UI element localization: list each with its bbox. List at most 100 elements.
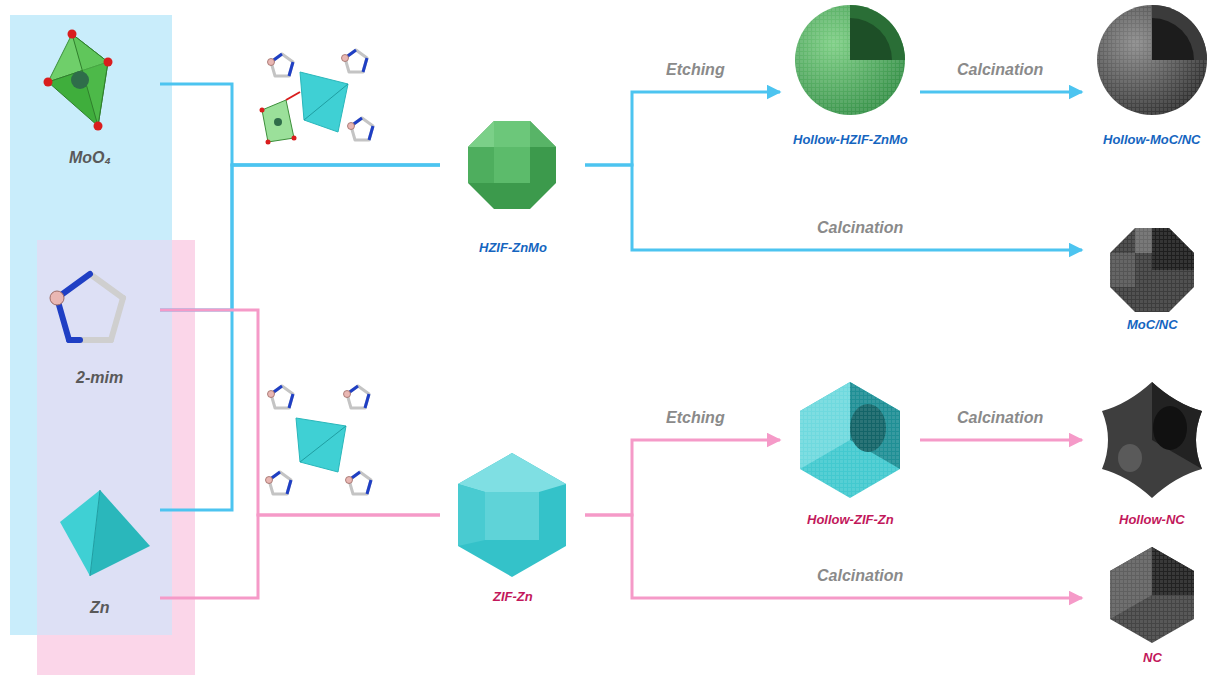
- o-atom: [104, 58, 113, 67]
- node-box: HZIF-ZnMo: [440, 110, 585, 262]
- node-box: Hollow-ZIF-Zn: [780, 380, 920, 535]
- node-box: NC: [1082, 545, 1222, 670]
- imidazole-ring: [266, 472, 292, 494]
- node-box: Hollow-NC: [1082, 380, 1222, 535]
- node-label: MoO₄: [69, 148, 111, 167]
- imidazole-ring: [346, 472, 372, 494]
- zn-tetrahedron: [296, 418, 346, 472]
- node-box: Hollow-HZIF-ZnMo: [780, 3, 920, 153]
- blue-panel: [10, 15, 172, 635]
- connector: [585, 515, 1082, 598]
- o-atom: [260, 108, 265, 113]
- moc-polyhedron: [1110, 228, 1194, 312]
- node-label: Hollow-NC: [1119, 512, 1185, 528]
- ring-bond: [90, 274, 123, 298]
- connector: [160, 515, 440, 598]
- node-box: Zn: [40, 485, 160, 620]
- node-label: 2-mim: [76, 368, 123, 387]
- zn-edge: [90, 490, 100, 576]
- node-label: Hollow-ZIF-Zn: [807, 512, 894, 528]
- hollow-sphere: [795, 5, 905, 115]
- imidazole-ring: [342, 50, 368, 72]
- connector: [160, 84, 440, 165]
- ring-bond: [80, 337, 111, 343]
- hzif-facet: [468, 147, 494, 183]
- edge-label: Etching: [666, 60, 725, 79]
- edge-label: Calcination: [957, 408, 1043, 427]
- node-box: ZIF-Zn: [440, 450, 585, 610]
- ring-bond: [111, 298, 123, 340]
- imidazole-ring: [268, 54, 294, 76]
- node-box: 2-mim: [40, 262, 160, 388]
- zn-edge: [300, 426, 346, 462]
- imidazole-ring: [348, 118, 374, 140]
- node-label: NC: [1143, 650, 1162, 666]
- cut-section: [850, 5, 905, 60]
- surface-dent: [1118, 444, 1142, 472]
- connector: [160, 165, 440, 310]
- node-label: Hollow-MoC/NC: [1103, 132, 1200, 148]
- mo-atom: [71, 71, 89, 89]
- edge-label: Etching: [666, 408, 725, 427]
- node-label: Hollow-HZIF-ZnMo: [793, 132, 908, 148]
- imidazole-ring: [344, 386, 370, 408]
- voxel-texture: [795, 5, 905, 115]
- zn-face: [90, 490, 150, 576]
- voxel-texture: [1097, 5, 1207, 115]
- voxel-texture: [800, 382, 900, 498]
- inner-shell: [850, 18, 892, 60]
- connector: [920, 439, 1082, 442]
- zif-facet: [458, 484, 485, 546]
- o-atom: [68, 30, 77, 39]
- moo4-face: [72, 34, 108, 126]
- hollow-sphere: [1097, 5, 1207, 115]
- zn-tetrahedron: [300, 72, 348, 132]
- connector: [585, 165, 1082, 250]
- hzif-facet: [468, 121, 494, 147]
- connector: [585, 440, 780, 515]
- hzif-facet: [494, 147, 530, 183]
- inner-cavity: [1153, 406, 1187, 450]
- node-label: ZIF-Zn: [493, 589, 533, 605]
- hzif-facet: [530, 121, 556, 147]
- connector: [160, 165, 440, 510]
- zn-edge: [304, 84, 348, 120]
- overlap-panel: [37, 240, 172, 635]
- zif-facet: [458, 453, 566, 492]
- hzif-polyhedron: [468, 121, 556, 209]
- moo4-small: [262, 100, 294, 142]
- imidazole-ring: [268, 386, 294, 408]
- node-label: HZIF-ZnMo: [479, 240, 547, 256]
- node-label: Zn: [90, 598, 110, 617]
- hollow-nc-polyhedron: [1102, 382, 1202, 498]
- node-label: MoC/NC: [1127, 317, 1178, 333]
- connector: [160, 310, 440, 515]
- nc-polyhedron: [1110, 547, 1194, 643]
- edge-label: Calcination: [817, 566, 903, 585]
- o-atom: [292, 136, 297, 141]
- node-box: MoC/NC: [1082, 222, 1222, 337]
- inner-shell: [1152, 18, 1194, 60]
- link: [286, 92, 300, 100]
- cut-section: [1152, 5, 1207, 60]
- edge-label: Calcination: [957, 60, 1043, 79]
- mo-atom: [274, 118, 282, 126]
- o-atom: [44, 78, 53, 87]
- connector: [920, 91, 1082, 94]
- zif-facet: [485, 492, 539, 540]
- o-atom: [94, 122, 103, 131]
- hzif-facet: [494, 121, 530, 147]
- pink-panel: [37, 240, 195, 675]
- voxel-texture: [1110, 228, 1194, 312]
- voxel-texture: [1110, 547, 1194, 643]
- zn-atom: [50, 291, 64, 305]
- connector: [585, 92, 780, 165]
- edge-label: Calcination: [817, 218, 903, 237]
- node-box: Hollow-MoC/NC: [1082, 3, 1222, 153]
- cut-section: [1152, 382, 1202, 469]
- hollow-zif-polyhedron: [800, 382, 900, 498]
- zif-polyhedron: [458, 453, 566, 577]
